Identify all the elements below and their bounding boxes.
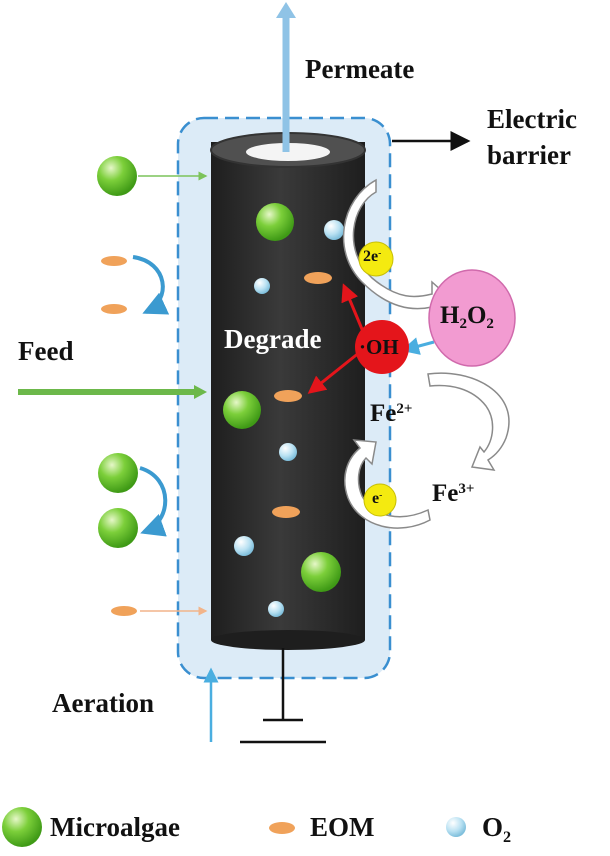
- feed-arrowhead: [194, 385, 207, 399]
- o2-inside-5: [268, 601, 284, 617]
- feed-label: Feed: [18, 336, 74, 366]
- microalgae-outside-top: [97, 156, 137, 196]
- eom-inside-3: [272, 506, 300, 518]
- ground-symbol: [240, 648, 326, 744]
- legend-eom-label: EOM: [310, 812, 375, 842]
- h2o2-label: H2O2: [440, 302, 494, 333]
- radical-attack-arrow-upper: [341, 283, 366, 335]
- microalgae-inside-2: [223, 391, 261, 429]
- microalgae-inside-1: [256, 203, 294, 241]
- microalgae-outside-mid-2: [98, 508, 138, 548]
- microalgae-inside-3: [301, 552, 341, 592]
- o2-inside-2: [254, 278, 270, 294]
- h2o2-to-radical-arrow: [401, 337, 435, 355]
- eom-rejection-arrow: [132, 255, 170, 315]
- legend-o2-icon: [446, 817, 466, 837]
- legend-microalgae-label: Microalgae: [50, 812, 180, 842]
- electric-barrier-label-line2: barrier: [487, 140, 571, 170]
- electron-sphere-e: [363, 483, 397, 517]
- ferrous-ion-label: Fe2+: [370, 400, 413, 427]
- hydroxyl-radical-label: ·OH: [359, 335, 399, 359]
- legend-o2-label: O2: [482, 812, 512, 846]
- microalgae-rejection-arrow: [139, 466, 168, 537]
- fenton-cycle-arrow-down: [427, 372, 510, 471]
- legend-eom-icon: [269, 822, 295, 834]
- eom-inside-1: [304, 272, 332, 284]
- eom-inside-2: [274, 390, 302, 402]
- o2-inside-4: [234, 536, 254, 556]
- permeate-label: Permeate: [305, 54, 415, 84]
- permeate-arrowhead: [276, 2, 296, 18]
- degrade-label: Degrade: [224, 324, 322, 354]
- electron-sphere-2e: [358, 241, 394, 277]
- h2o2-bubble: [428, 269, 516, 367]
- eom-outside-2: [101, 304, 127, 314]
- one-electron-label: e-: [372, 489, 383, 507]
- ferric-ion-label: Fe3+: [432, 480, 475, 507]
- eom-outside-1: [101, 256, 127, 266]
- hydroxyl-radical-sphere: [355, 320, 409, 374]
- microalgae-outside-mid-1: [98, 453, 138, 493]
- two-electron-label: 2e-: [363, 247, 382, 265]
- o2-inside-3: [279, 443, 297, 461]
- legend-microalgae-icon: [2, 807, 42, 847]
- membrane-tube-bottom: [211, 630, 365, 650]
- radical-attack-arrow-lower: [307, 350, 361, 394]
- electric-barrier-label-line1: Electric: [487, 104, 577, 134]
- o2-inside-1: [324, 220, 344, 240]
- eom-outside-bottom: [111, 606, 137, 616]
- aeration-label: Aeration: [52, 688, 154, 718]
